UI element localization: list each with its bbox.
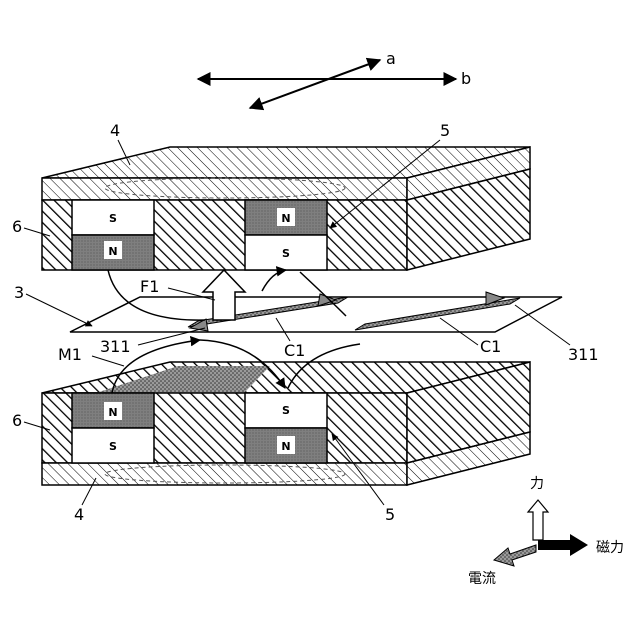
label-force: F1: [140, 277, 159, 296]
axis-a-arrow: [250, 60, 380, 108]
label-coil-right: C1: [480, 337, 501, 356]
label-lower-frame: 6: [12, 411, 22, 430]
axis-a-label: a: [386, 49, 396, 68]
coil-board: [70, 292, 562, 332]
lower-magnet-assembly: [42, 362, 530, 485]
label-magnetic-flux: M1: [58, 345, 82, 364]
pole-upper-left-top: S: [109, 212, 117, 225]
legend-magnetic-force-label: 磁力: [596, 540, 624, 556]
pole-lower-left-top: N: [108, 406, 117, 419]
pole-upper-right-bottom: S: [282, 247, 290, 260]
label-conductor-right: 311: [568, 345, 599, 364]
label-coil-board: 3: [14, 283, 24, 302]
pole-lower-right-top: S: [282, 404, 290, 417]
label-upper-yoke: 4: [110, 121, 120, 140]
label-upper-frame: 6: [12, 217, 22, 236]
pole-upper-left-bottom: N: [108, 245, 117, 258]
label-lower-magnet: 5: [385, 505, 395, 524]
pole-upper-right-top: N: [281, 212, 290, 225]
legend-force-label: 力: [530, 476, 544, 492]
legend-current-label: 電流: [468, 571, 496, 587]
label-lower-yoke: 4: [74, 505, 84, 524]
label-coil-left: C1: [284, 341, 305, 360]
direction-legend: [494, 500, 588, 566]
pole-lower-left-bottom: S: [109, 440, 117, 453]
label-upper-magnet: 5: [440, 121, 450, 140]
pole-lower-right-bottom: N: [281, 440, 290, 453]
axis-b-label: b: [461, 69, 471, 88]
label-conductor-left: 311: [100, 337, 131, 356]
